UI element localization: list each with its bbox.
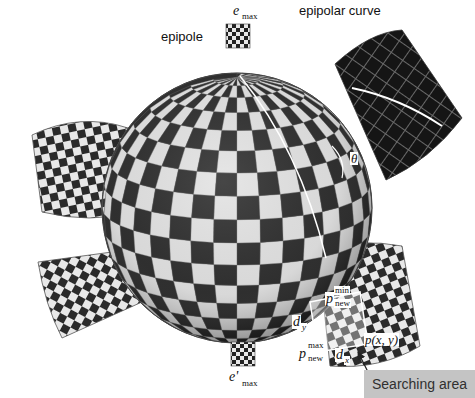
figure-label: e' — [228, 370, 239, 384]
epipolar-curve — [352, 88, 442, 126]
sphere-shading — [102, 73, 372, 343]
epipole-marker — [226, 24, 250, 48]
callout-box: Searching area — [364, 370, 475, 398]
sphere-checkerboard — [102, 73, 372, 343]
figure-label: θ — [350, 152, 358, 165]
math-index: x — [344, 356, 350, 365]
math-index: max — [307, 341, 325, 350]
figure-label: p — [298, 347, 307, 361]
math-index: max — [241, 12, 259, 21]
leader-arrow — [358, 352, 368, 372]
figure-label: p — [325, 292, 334, 306]
figure-label: epipolar curve — [298, 4, 382, 17]
figure-label: d — [335, 348, 344, 362]
figure-label: p(x, y) — [364, 333, 399, 346]
fisheye-image — [335, 30, 462, 180]
figure-label: epipole — [160, 30, 204, 43]
math-index: max — [241, 379, 259, 388]
math-index: new — [334, 299, 351, 308]
math-index: y — [301, 323, 307, 332]
angle-arc — [332, 146, 343, 178]
figure-label: e — [232, 4, 240, 18]
math-index: new — [307, 354, 324, 363]
math-index: min — [334, 286, 350, 295]
callout-text: Searching area — [372, 377, 467, 391]
epipolar-curve — [240, 76, 326, 258]
figure-label: d — [292, 315, 301, 329]
sphere-cell — [102, 73, 372, 343]
epipole-marker — [231, 342, 255, 366]
